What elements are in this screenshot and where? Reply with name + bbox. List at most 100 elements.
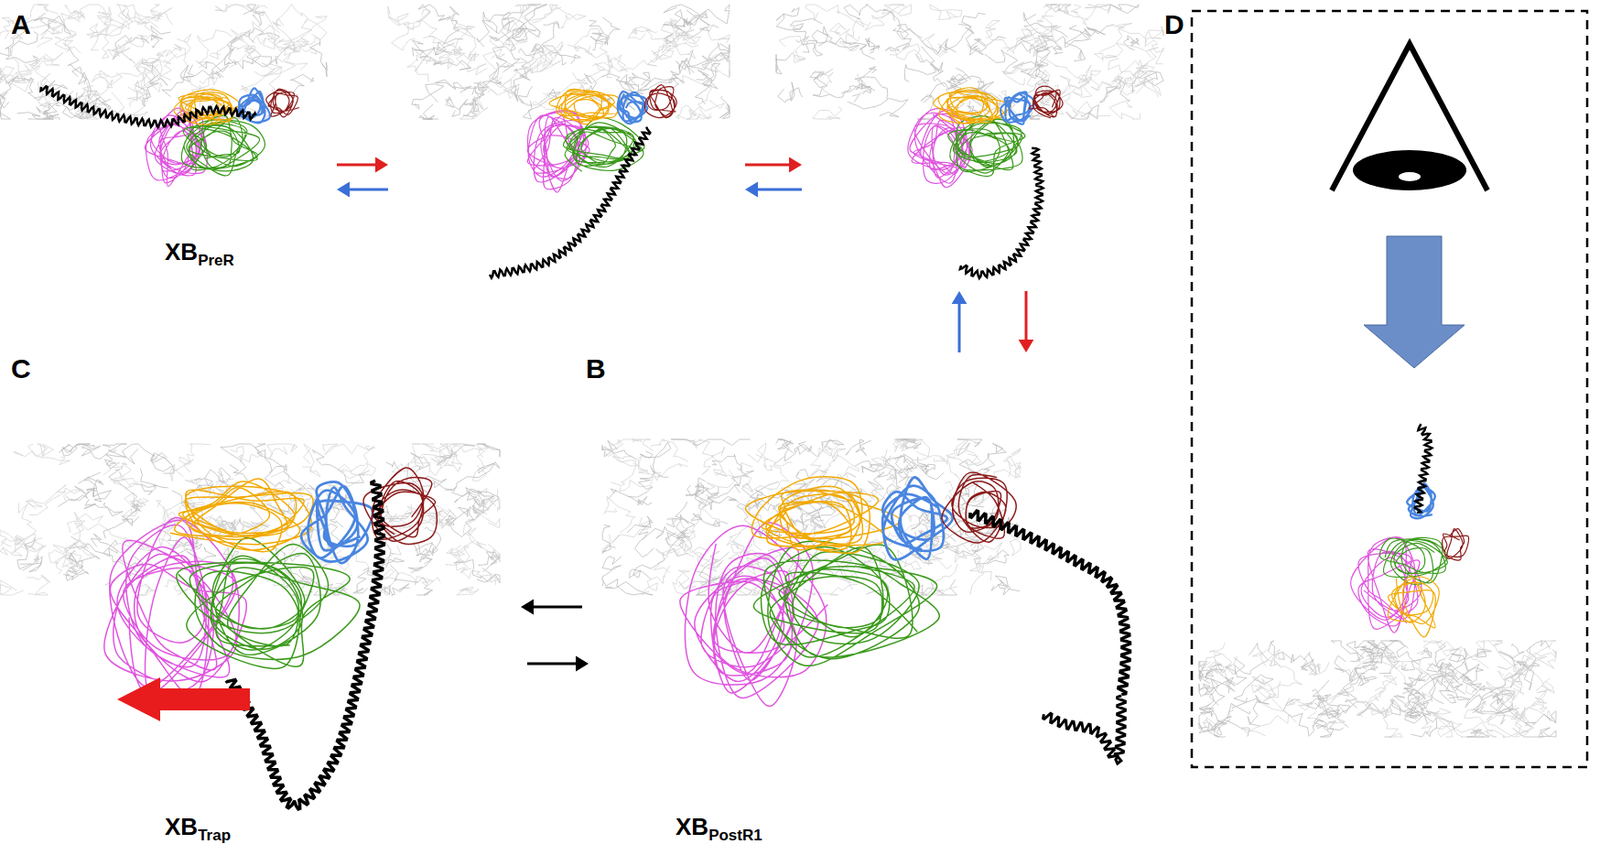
state-label: XBPostR1 <box>675 814 763 844</box>
actin-trace <box>84 498 123 516</box>
actin-trace <box>1443 675 1471 700</box>
actin-trace <box>383 516 411 539</box>
actin-trace <box>1081 4 1112 26</box>
actin-trace <box>26 574 51 595</box>
actin-trace <box>780 439 812 462</box>
actin-trace <box>456 587 479 595</box>
actin-trace <box>82 72 108 106</box>
actin-trace <box>1338 668 1362 709</box>
actin-trace <box>291 38 309 53</box>
actin-trace <box>160 529 189 554</box>
actin-trace <box>220 443 266 476</box>
actin-trace <box>796 439 844 457</box>
actin-trace <box>179 443 211 465</box>
actin-trace <box>29 487 83 515</box>
arrow-head <box>745 182 758 198</box>
actin-trace <box>845 439 872 455</box>
lever-arm-helix <box>489 127 650 279</box>
actin-trace <box>103 462 131 481</box>
lever-arm-helix <box>1415 423 1433 513</box>
actin-trace <box>67 551 84 575</box>
arrow-head <box>789 157 802 173</box>
actin-trace <box>1522 697 1547 720</box>
actin-trace <box>776 7 803 30</box>
actin-trace <box>518 43 545 55</box>
actin-trace <box>694 69 713 104</box>
actin-trace <box>1308 661 1330 676</box>
actin-trace <box>1135 71 1162 97</box>
actin-trace <box>444 508 476 537</box>
state-subscript: Trap <box>197 826 231 844</box>
actin-trace <box>889 455 963 484</box>
actin-trace <box>1307 689 1350 727</box>
actin-trace <box>984 49 1041 74</box>
actin-trace <box>421 9 446 44</box>
actin-trace <box>1334 653 1374 677</box>
actin-trace <box>108 36 131 58</box>
actin-trace <box>445 97 468 118</box>
actin-trace <box>1268 640 1309 668</box>
actin-trace <box>1233 674 1274 703</box>
actin-trace <box>459 96 488 119</box>
actin-trace <box>663 10 696 44</box>
actin-trace <box>150 453 174 474</box>
actin-trace <box>90 14 124 50</box>
actin-trace <box>1406 668 1443 688</box>
actin-trace <box>670 439 750 446</box>
actin-trace <box>108 469 141 519</box>
actin-trace <box>1056 4 1082 18</box>
actin-trace <box>970 36 1006 55</box>
force-arrow <box>117 677 250 722</box>
actin-trace <box>490 70 519 89</box>
actin-trace <box>572 63 610 84</box>
actin-trace <box>473 83 498 97</box>
actin-trace <box>63 43 87 85</box>
converter-domain <box>181 115 265 176</box>
state-name: XB <box>164 812 198 841</box>
actin-trace <box>1321 686 1354 724</box>
actin-trace <box>1472 673 1526 714</box>
actin-trace <box>681 10 709 26</box>
actin-trace <box>889 43 925 63</box>
actin-trace <box>1413 693 1433 709</box>
actin-trace <box>66 511 103 532</box>
actin-trace <box>310 39 327 76</box>
actin-trace <box>589 20 610 44</box>
upper-50k-domain <box>170 478 314 552</box>
actin-trace <box>704 54 730 77</box>
actin-trace <box>29 12 76 38</box>
actin-trace <box>691 513 728 527</box>
actin-trace <box>692 439 714 475</box>
actin-trace <box>940 529 984 552</box>
upper-50k-domain <box>1387 575 1439 638</box>
actin-trace <box>380 505 412 522</box>
actin-trace <box>1508 708 1557 727</box>
actin-trace <box>880 4 911 20</box>
actin-trace <box>1531 681 1555 706</box>
actin-trace <box>148 8 173 29</box>
actin-trace <box>573 45 613 78</box>
actin-trace <box>54 34 81 55</box>
actin-trace <box>519 4 558 23</box>
actin-trace <box>445 545 468 573</box>
actin-trace <box>407 54 451 82</box>
actin-trace <box>1084 24 1115 41</box>
panel-letter: B <box>585 353 606 384</box>
actin-trace <box>1029 44 1063 55</box>
lever-arm-helix <box>41 86 257 128</box>
actin-trace <box>711 446 740 479</box>
actin-trace <box>233 21 281 42</box>
transition-arrow <box>527 662 576 666</box>
actin-trace <box>776 53 793 75</box>
actin-trace <box>431 449 446 469</box>
actin-trace <box>1002 62 1033 86</box>
actin-trace <box>1374 675 1397 698</box>
actin-trace <box>1252 676 1285 712</box>
actin-trace <box>1365 690 1391 714</box>
actin-trace <box>64 4 108 20</box>
transition-arrow <box>349 188 389 192</box>
panel-letter: C <box>10 355 32 383</box>
actin-trace <box>646 30 677 52</box>
actin-trace <box>312 450 365 484</box>
